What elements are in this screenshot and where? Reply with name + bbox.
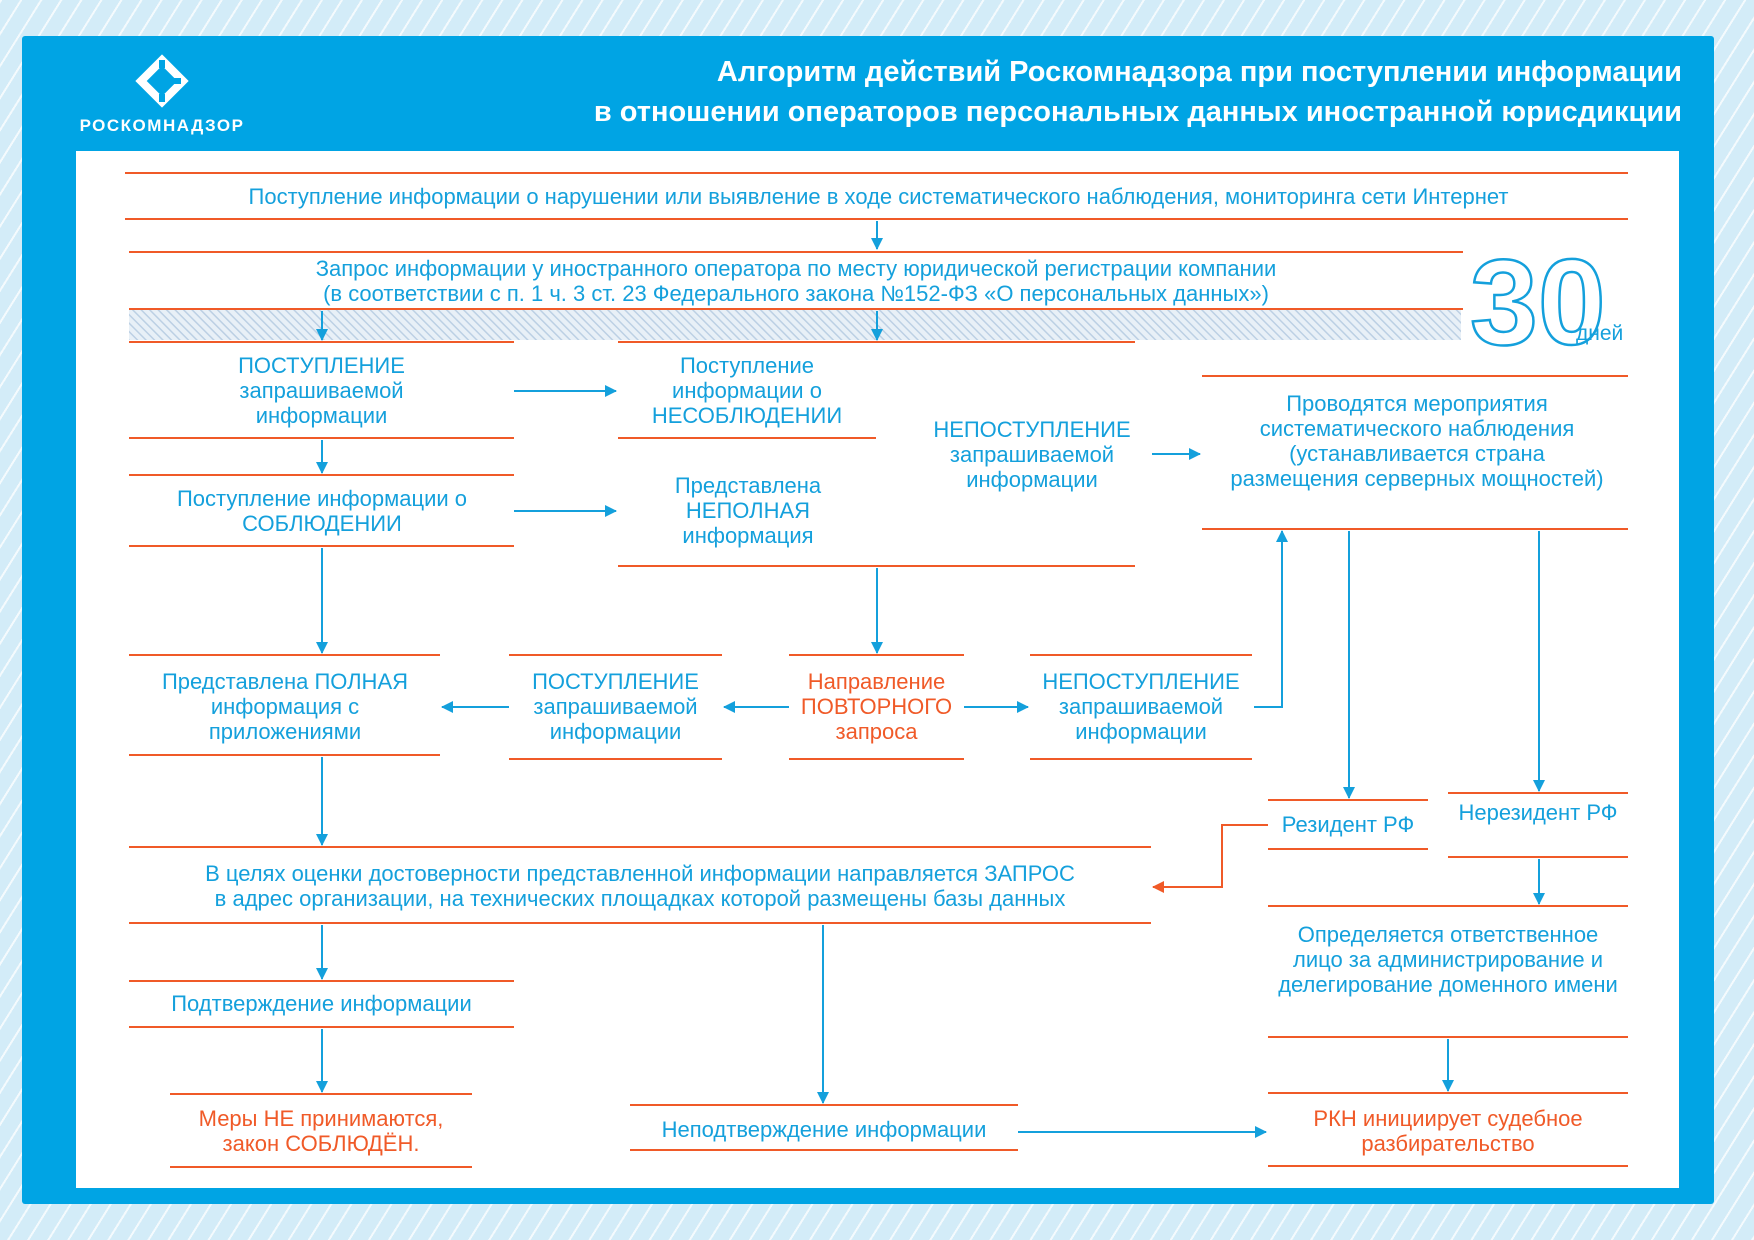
node-not-received: НЕПОСТУПЛЕНИЕ запрашиваемой информации bbox=[933, 417, 1131, 492]
node-request: Запрос информации у иностранного операто… bbox=[129, 256, 1463, 306]
page-title: Алгоритм действий Роскомнадзора при пост… bbox=[382, 52, 1682, 132]
deadline-number: 30 bbox=[1470, 244, 1607, 354]
node-receipt: Поступление информации о нарушении или в… bbox=[248, 184, 1509, 209]
node-full: Представлена ПОЛНАЯ информация с приложе… bbox=[161, 669, 409, 744]
logo: РОСКОМНАДЗОР bbox=[76, 54, 248, 138]
node-received-2: ПОСТУПЛЕНИЕ запрашиваемой информации bbox=[532, 669, 699, 744]
node-no-measures-line-2: закон СОБЛЮДЁН. bbox=[222, 1131, 420, 1156]
node-court: РКН инициирует судебное разбирательство bbox=[1313, 1106, 1583, 1156]
node-received: ПОСТУПЛЕНИЕ запрашиваемой информации bbox=[238, 353, 405, 428]
node-verify-request-line-1: В целях оценки достоверности представлен… bbox=[205, 861, 1075, 886]
node-monitoring: Проводятся мероприятия систематического … bbox=[1230, 391, 1604, 491]
node-responsible: Определяется ответственное лицо за админ… bbox=[1278, 922, 1618, 997]
node-nonresident: Нерезидент РФ bbox=[1458, 800, 1618, 825]
logo-text: РОСКОМНАДЗОР bbox=[79, 116, 245, 135]
node-confirmed: Подтверждение информации bbox=[171, 991, 472, 1016]
node-no-measures-line-1: Меры НЕ принимаются, bbox=[198, 1106, 444, 1131]
node-verify-request: В целях оценки достоверности представлен… bbox=[129, 861, 1151, 911]
node-verify-request-line-2: в адрес организации, на технических площ… bbox=[214, 886, 1066, 911]
node-not-confirmed: Неподтверждение информации bbox=[661, 1117, 987, 1142]
resident-to-request-arrow bbox=[1152, 824, 1268, 893]
node-compliance: Поступление информации о СОБЛЮДЕНИИ bbox=[176, 486, 468, 536]
node-incomplete: Представлена НЕПОЛНАЯ информация bbox=[674, 473, 822, 548]
node-request-line-1: Запрос информации у иностранного операто… bbox=[315, 256, 1277, 281]
deadline-number-text: 30 bbox=[1470, 244, 1606, 354]
node-resident: Резидент РФ bbox=[1281, 812, 1415, 837]
node-request-line-2: (в соответствии с п. 1 ч. 3 ст. 23 Федер… bbox=[323, 281, 1269, 306]
title-line-1: Алгоритм действий Роскомнадзора при пост… bbox=[716, 56, 1682, 88]
title-line-2: в отношении операторов персональных данн… bbox=[593, 96, 1682, 128]
flow-arrows bbox=[316, 221, 1545, 1138]
node-noncompliance: Поступление информации о НЕСОБЛЮДЕНИИ bbox=[651, 353, 843, 428]
box-rules bbox=[125, 172, 1628, 1168]
rkn-logo-icon bbox=[135, 54, 189, 108]
deadline-unit: дней bbox=[1576, 322, 1624, 345]
deadline-hatch-band bbox=[129, 310, 1461, 340]
node-not-received-2: НЕПОСТУПЛЕНИЕ запрашиваемой информации bbox=[1042, 669, 1240, 744]
node-repeat-request: Направление ПОВТОРНОГО запроса bbox=[800, 669, 953, 744]
node-no-measures: Меры НЕ принимаются, закон СОБЛЮДЁН. bbox=[170, 1106, 472, 1156]
